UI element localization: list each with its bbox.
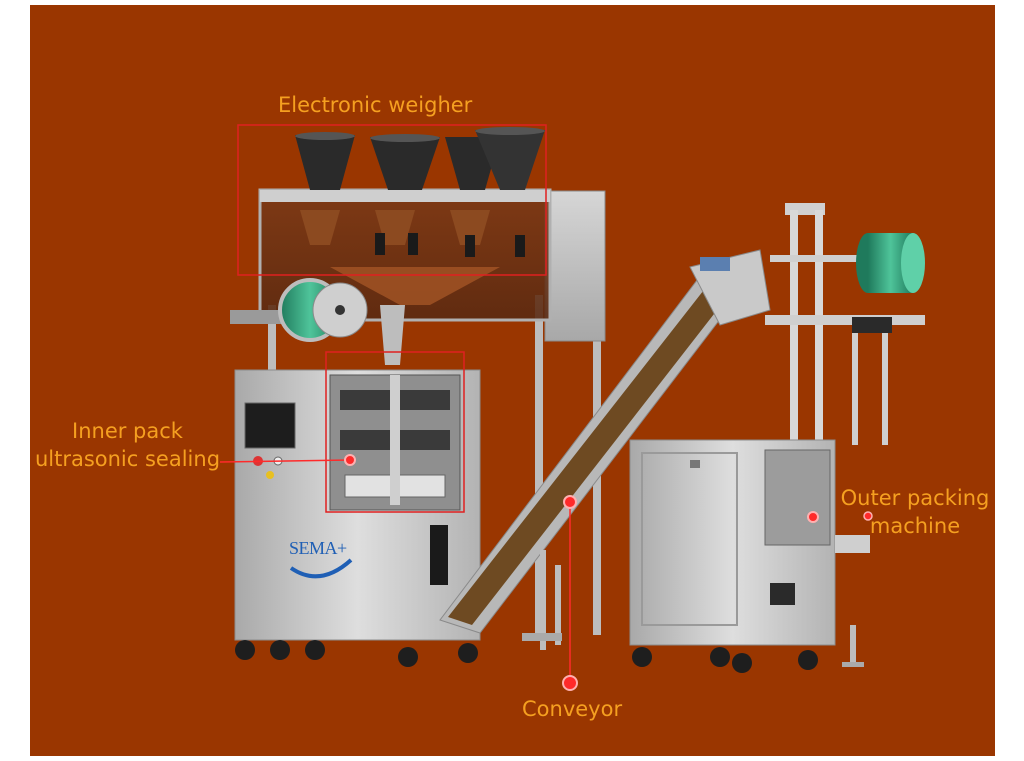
outer-packing-pointer-dot	[863, 511, 873, 521]
hopper	[295, 135, 355, 190]
weigher-highlight-box	[237, 124, 547, 276]
label-outer-packing: Outer packing machine	[833, 485, 995, 539]
label-outer-packing-line1: Outer packing	[840, 486, 990, 510]
inner-pack-pointer-line	[219, 459, 351, 463]
conveyor	[439, 249, 771, 650]
touch-screen	[244, 402, 296, 449]
weigher-control-box	[544, 190, 606, 342]
sema-logo: SEMA+	[285, 530, 355, 585]
weigher-top-rail	[260, 190, 550, 202]
caster-wheel	[458, 643, 478, 663]
conveyor-pointer-dot	[563, 495, 577, 509]
label-outer-packing-line2: machine	[869, 514, 961, 538]
conveyor-belt	[448, 277, 735, 625]
packing-machine-illustration	[219, 124, 925, 691]
outer-packing-pointer-dot	[807, 511, 819, 523]
load-cell	[408, 233, 418, 255]
label-inner-pack-line2: ultrasonic sealing	[34, 447, 221, 471]
inner-pack-highlight-box	[325, 351, 465, 513]
caster-wheel	[632, 647, 652, 667]
caster-wheel	[235, 640, 255, 660]
caster-wheel	[732, 653, 752, 673]
inner-pack-machine	[230, 278, 481, 667]
diagram-stage: SEMA+ Electronic weigher Inner pack ultr…	[30, 5, 995, 756]
label-inner-pack-line1: Inner pack	[72, 419, 183, 443]
feed-chute	[380, 305, 405, 365]
collecting-funnel	[330, 267, 500, 305]
load-cell	[465, 235, 475, 257]
hopper	[475, 130, 545, 190]
load-cell	[375, 233, 385, 255]
caster-wheel	[398, 647, 418, 667]
conveyor-support	[540, 550, 546, 650]
weigh-bucket	[450, 210, 490, 245]
outer-packing-machine	[629, 203, 925, 673]
label-inner-pack: Inner pack ultrasonic sealing	[30, 418, 225, 472]
cabinet-door	[641, 452, 738, 626]
label-electronic-weigher: Electronic weigher	[278, 93, 473, 117]
caster-wheel	[305, 640, 325, 660]
sema-logo-text: SEMA+	[289, 538, 347, 558]
sealing-unit	[764, 449, 831, 546]
hopper	[370, 137, 440, 190]
conveyor-pointer-dot	[562, 675, 578, 691]
caster-wheel	[710, 647, 730, 667]
conveyor-support	[555, 565, 561, 645]
caster-wheel	[798, 650, 818, 670]
sema-logo-icon	[289, 558, 353, 579]
inner-pack-pointer-dot	[344, 454, 356, 466]
weigher-leg	[535, 295, 543, 640]
caster-wheel	[270, 640, 290, 660]
weigh-bucket	[300, 210, 340, 245]
discharge-outlet	[430, 525, 448, 585]
label-conveyor: Conveyor	[522, 697, 623, 721]
load-cell	[515, 235, 525, 257]
